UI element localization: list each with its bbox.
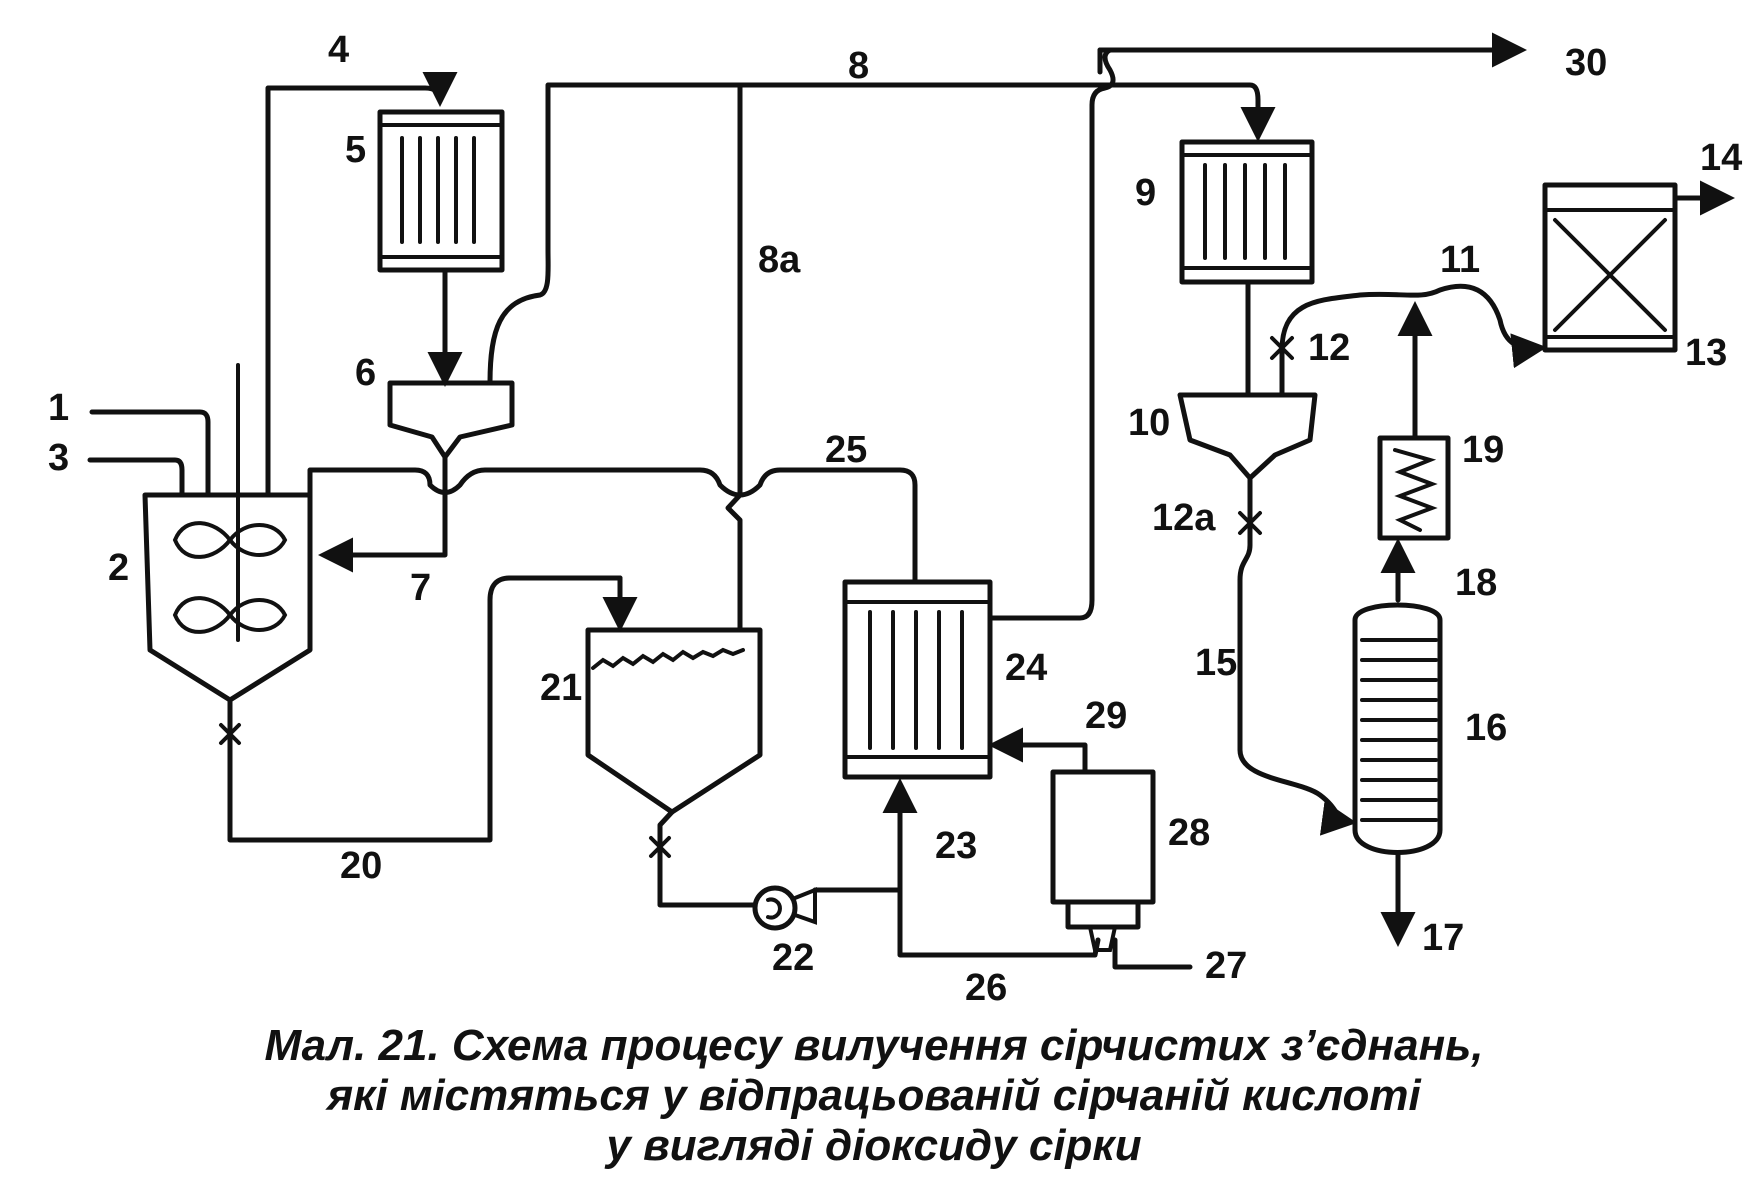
- label-25: 25: [825, 429, 867, 471]
- label-9: 9: [1135, 172, 1156, 214]
- label-15: 15: [1195, 642, 1237, 684]
- pump-22: [752, 885, 817, 931]
- valve-reactor: [219, 723, 241, 745]
- valve-settler: [649, 836, 671, 858]
- separator-6: [387, 380, 515, 460]
- label-22: 22: [772, 937, 814, 979]
- label-8a: 8а: [758, 239, 801, 281]
- label-11: 11: [1440, 239, 1480, 281]
- label-2: 2: [108, 547, 129, 589]
- column-16: [1352, 602, 1443, 855]
- label-4: 4: [328, 29, 349, 71]
- reactor-2: [142, 363, 313, 703]
- label-12a: 12а: [1152, 497, 1216, 539]
- label-7: 7: [410, 567, 431, 609]
- apparatus-13: [1542, 182, 1678, 353]
- separator-10: [1177, 392, 1318, 481]
- label-14: 14: [1700, 137, 1742, 179]
- heat-exchanger-9: [1179, 139, 1315, 285]
- valve-12a: [1238, 511, 1262, 535]
- caption-line-3: у вигляді діоксиду сірки: [604, 1121, 1141, 1170]
- caption-line-1: Мал. 21. Схема процесу вилучення сірчист…: [264, 1021, 1483, 1070]
- heat-exchanger-5: [377, 109, 505, 273]
- label-1: 1: [48, 387, 69, 429]
- label-28: 28: [1168, 812, 1210, 854]
- coil-heater-19: [1377, 435, 1451, 541]
- burner-28: [1050, 769, 1156, 952]
- label-12: 12: [1308, 327, 1350, 369]
- label-5: 5: [345, 129, 366, 171]
- label-18: 18: [1455, 562, 1497, 604]
- valve-12: [1270, 336, 1294, 360]
- label-6: 6: [355, 352, 376, 394]
- label-27: 27: [1205, 945, 1247, 987]
- label-3: 3: [48, 437, 69, 479]
- label-17: 17: [1422, 917, 1464, 959]
- label-21: 21: [540, 667, 582, 709]
- label-24: 24: [1005, 647, 1047, 689]
- label-16: 16: [1465, 707, 1507, 749]
- heat-exchanger-24: [842, 579, 993, 780]
- label-8: 8: [848, 45, 869, 87]
- label-30: 30: [1565, 42, 1607, 84]
- label-19: 19: [1462, 429, 1504, 471]
- label-23: 23: [935, 825, 977, 867]
- label-29: 29: [1085, 695, 1127, 737]
- label-13: 13: [1685, 332, 1727, 374]
- settler-21: [585, 627, 763, 815]
- caption-line-2: які містяться у відпрацьованій сірчаній …: [325, 1071, 1421, 1120]
- label-20: 20: [340, 845, 382, 887]
- label-10: 10: [1128, 402, 1170, 444]
- label-26: 26: [965, 967, 1007, 1009]
